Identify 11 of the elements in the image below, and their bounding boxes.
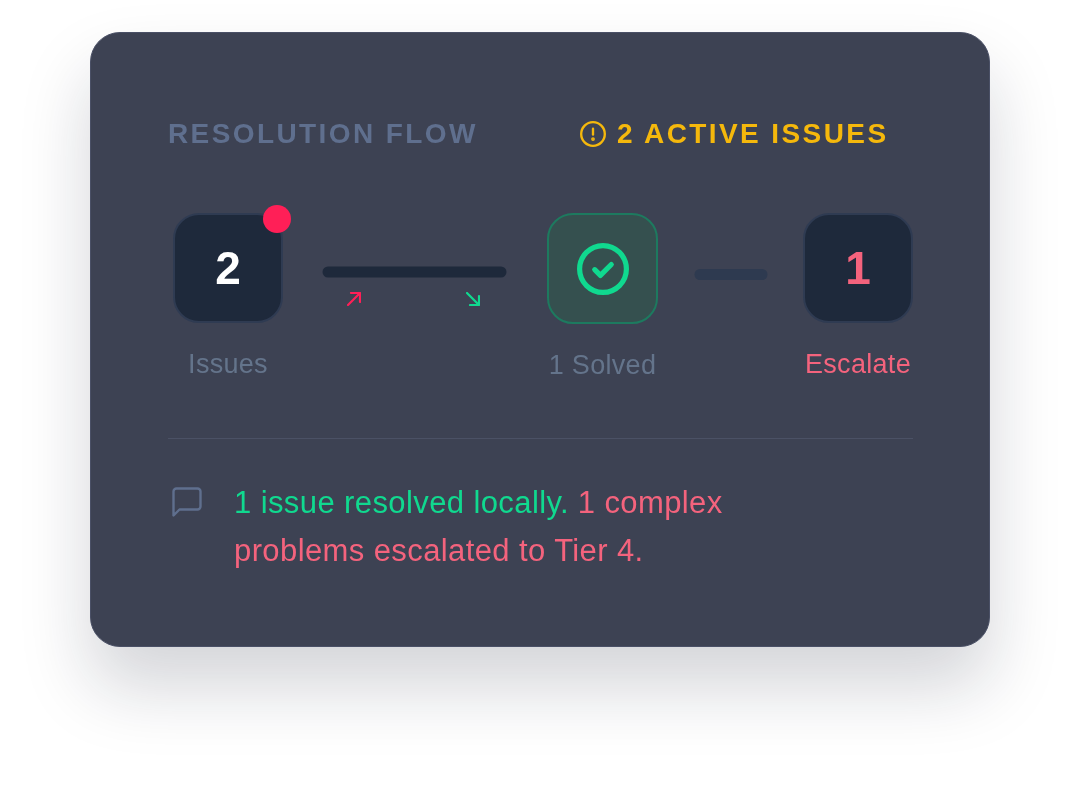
section-title: RESOLUTION FLOW (168, 117, 478, 151)
step-tile (803, 213, 913, 323)
step-label: Issues (187, 348, 269, 380)
count-value: 2 (215, 245, 241, 291)
summary-message: 1 issue resolved locally. 1 complex problems escalated to Tier 4. (234, 484, 724, 570)
connector-bar (322, 266, 507, 278)
active-issues-count: 2 ACTIVE ISSUES (617, 117, 889, 151)
count-value: 1 (845, 245, 871, 291)
step-label: Escalate (804, 348, 912, 380)
step-label: 1 Solved (547, 349, 658, 381)
step-tile (547, 213, 658, 324)
